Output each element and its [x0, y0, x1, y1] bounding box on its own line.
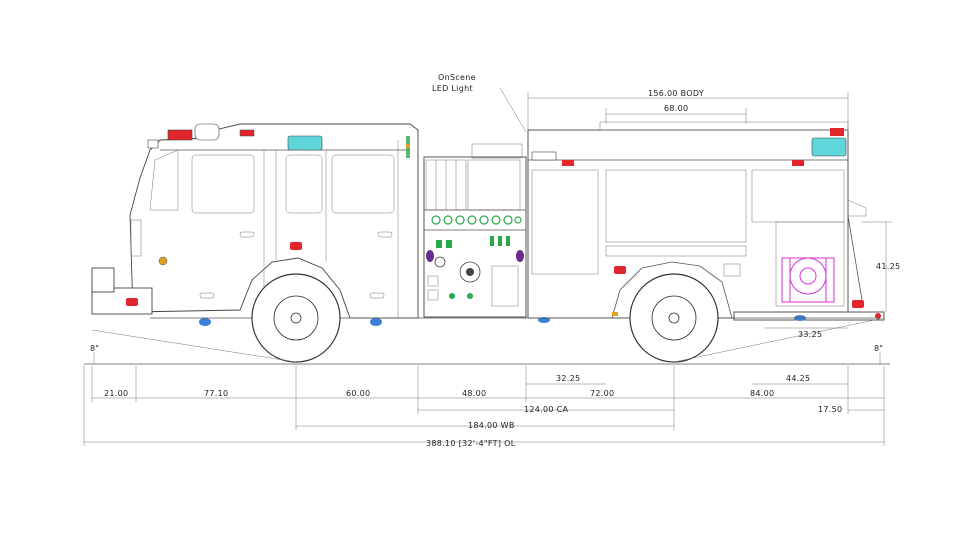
- dim-body: 156.00 BODY: [648, 89, 704, 98]
- dim-60: 60.00: [346, 389, 370, 398]
- dim-wb: 184.00 WB: [468, 421, 515, 430]
- cab-led-light: [287, 135, 323, 151]
- dim-left-ground: 8": [90, 344, 99, 353]
- dim-84: 84.00: [750, 389, 774, 398]
- dimension-lines: OnScene LED Light 156.00 BODY 68.00 41.2…: [83, 73, 900, 448]
- pump-panel: [423, 143, 527, 318]
- cab-red-light: [167, 129, 193, 141]
- dim-77-10: 77.10: [204, 389, 228, 398]
- front-hose-reel: [91, 267, 115, 293]
- cab-mid-window: [285, 154, 323, 214]
- dim-72: 72.00: [590, 389, 614, 398]
- dim-ca: 124.00 CA: [524, 405, 569, 414]
- dim-ol: 388.10 [32'-4"FT] OL: [426, 439, 516, 448]
- dim-32-25: 32.25: [556, 374, 580, 383]
- dim-41-25: 41.25: [876, 262, 900, 271]
- callout-line2: LED Light: [432, 84, 473, 93]
- front-wheel: [251, 273, 341, 363]
- hose-reel: [781, 257, 835, 303]
- dim-48: 48.00: [462, 389, 486, 398]
- rear-wheel: [629, 273, 719, 363]
- cab-rear-window: [331, 154, 395, 214]
- hose-bed-compartment: [775, 221, 845, 307]
- dim-44-25: 44.25: [786, 374, 810, 383]
- dim-21: 21.00: [104, 389, 128, 398]
- dim-17-50: 17.50: [818, 405, 842, 414]
- dim-33-25: 33.25: [798, 330, 822, 339]
- onscene-led-light: [811, 137, 847, 157]
- cab-front-window: [191, 154, 255, 214]
- dim-68: 68.00: [664, 104, 688, 113]
- callout-line1: OnScene: [438, 73, 476, 82]
- cab: [91, 123, 419, 326]
- windshield: [149, 149, 179, 211]
- compartment-2: [605, 169, 747, 243]
- compartment-1: [531, 169, 599, 275]
- dim-right-ground: 8": [874, 344, 883, 353]
